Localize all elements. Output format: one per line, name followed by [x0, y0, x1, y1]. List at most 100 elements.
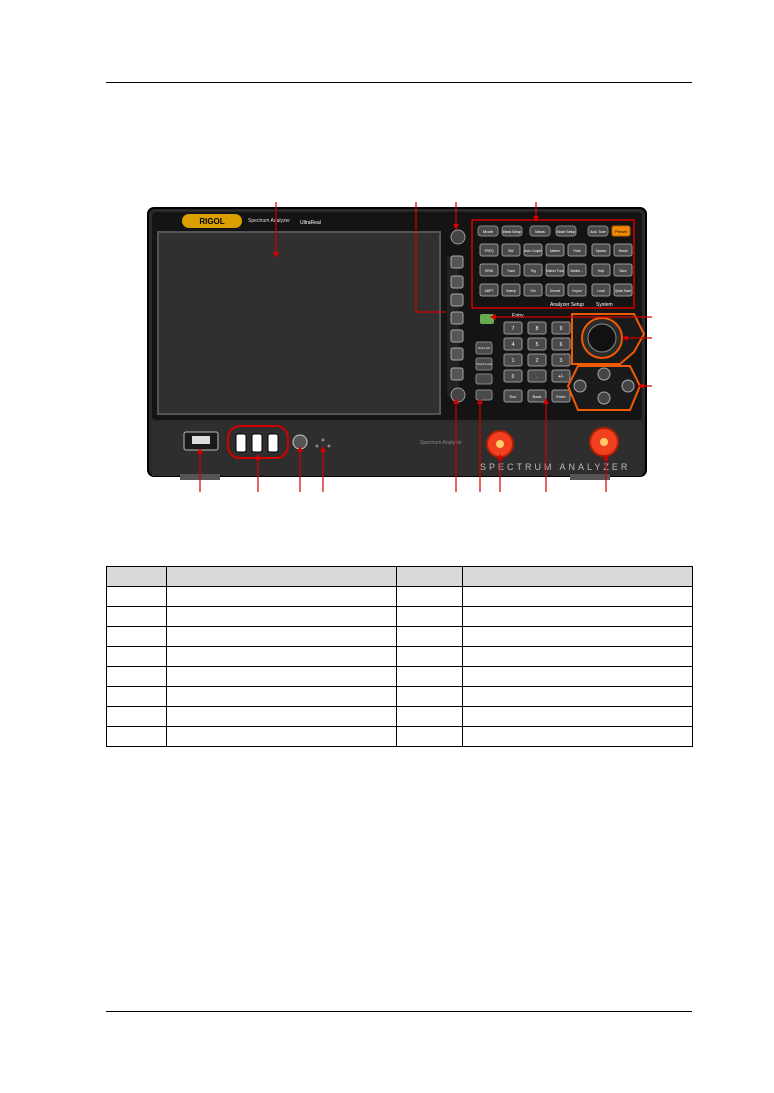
function-key[interactable]	[545, 243, 565, 257]
function-key-label: System	[596, 249, 607, 253]
function-key[interactable]	[567, 243, 587, 257]
keypad-bottom-key[interactable]	[527, 389, 547, 403]
function-key-label: Trig	[530, 269, 536, 273]
table-row	[106, 646, 693, 667]
function-key-label: Det	[531, 289, 536, 293]
function-key[interactable]	[613, 263, 633, 277]
function-key-label: Recall	[619, 249, 628, 253]
menu-key[interactable]	[475, 389, 493, 401]
meas-key[interactable]	[529, 225, 551, 237]
function-key[interactable]	[591, 283, 611, 297]
function-key[interactable]	[591, 243, 611, 257]
knob-center	[587, 323, 617, 353]
auto-tune-key[interactable]	[587, 225, 609, 237]
table-header-row	[106, 566, 693, 587]
gen-output-port-center	[496, 440, 504, 448]
table-cell	[396, 686, 463, 707]
meas-setup-key[interactable]	[501, 225, 523, 237]
function-key[interactable]	[523, 263, 543, 277]
keypad-key[interactable]	[503, 353, 523, 367]
mode-setup-key-label: Mode Setup	[557, 230, 576, 234]
sub-link-label: Sub Link	[478, 346, 490, 350]
table-cell	[106, 666, 167, 687]
mode-setup-key[interactable]	[555, 225, 577, 237]
keypad-key-label: 3	[560, 358, 563, 364]
softkey-4[interactable]	[450, 311, 464, 325]
function-key[interactable]	[613, 283, 633, 297]
table-cell	[462, 706, 693, 727]
function-key[interactable]	[501, 283, 521, 297]
usb-port-1[interactable]	[235, 433, 247, 453]
entry-label: Entry	[512, 313, 524, 319]
brand-badge	[182, 214, 242, 228]
arrow-down-key[interactable]	[597, 391, 611, 405]
function-key-label: Save	[619, 269, 626, 273]
function-key[interactable]	[545, 263, 565, 277]
keypad-bottom-key[interactable]	[551, 389, 571, 403]
function-key[interactable]	[523, 283, 543, 297]
table-cell	[106, 646, 167, 667]
function-key[interactable]	[545, 283, 565, 297]
table-cell	[166, 606, 397, 627]
menu-up-button[interactable]	[450, 229, 466, 245]
keypad-key-label: 2	[536, 358, 539, 364]
meas-key-label: Meas	[535, 229, 545, 234]
softkey-3[interactable]	[450, 293, 464, 307]
softkey-1[interactable]	[450, 255, 464, 269]
keypad-key[interactable]	[527, 353, 547, 367]
keypad-key-label: 6	[560, 342, 563, 348]
keypad-key[interactable]	[551, 337, 571, 351]
keypad-key[interactable]	[503, 369, 523, 383]
keypad-key[interactable]	[551, 353, 571, 367]
function-key[interactable]	[591, 263, 611, 277]
softkey-2[interactable]	[450, 275, 464, 289]
keypad-bottom-key[interactable]	[503, 389, 523, 403]
function-key[interactable]	[567, 263, 587, 277]
function-key[interactable]	[523, 243, 543, 257]
softkey-7[interactable]	[450, 367, 464, 381]
table-cell	[166, 686, 397, 707]
keypad-key[interactable]	[551, 369, 571, 383]
keypad-key[interactable]	[527, 337, 547, 351]
function-key-label: Local	[597, 289, 605, 293]
keypad-key[interactable]	[503, 337, 523, 351]
keypad-key[interactable]	[551, 321, 571, 335]
arrow-right-key[interactable]	[621, 379, 635, 393]
function-key[interactable]	[479, 263, 499, 277]
keypad-key-label: 1	[512, 358, 515, 364]
print-key[interactable]	[475, 373, 493, 385]
table-cell	[396, 626, 463, 647]
keypad-key[interactable]	[527, 321, 547, 335]
touch-lock-key[interactable]	[475, 357, 493, 371]
menu-down-button[interactable]	[450, 387, 466, 403]
table-row	[106, 586, 693, 607]
function-key[interactable]	[501, 243, 521, 257]
power-icon	[192, 436, 210, 444]
keypad-key[interactable]	[503, 321, 523, 335]
usb-port-2[interactable]	[251, 433, 263, 453]
mode-key[interactable]	[477, 225, 499, 237]
callout-lines	[199, 202, 652, 492]
function-key[interactable]	[613, 243, 633, 257]
arrow-left-key[interactable]	[573, 379, 587, 393]
preset-key[interactable]	[611, 225, 631, 237]
top-key-row: Mode Meas Setup Meas Mode Setup Auto Tun…	[477, 225, 631, 237]
table-row	[106, 626, 693, 647]
function-key-label: Quick Save	[615, 289, 632, 293]
mode-key-label: Mode	[483, 229, 494, 234]
function-key[interactable]	[501, 263, 521, 277]
sub-link-key[interactable]	[475, 341, 493, 355]
table-cell	[166, 586, 397, 607]
table-cell	[106, 706, 167, 727]
function-key[interactable]	[479, 243, 499, 257]
footer-rule	[106, 1011, 692, 1012]
softkey-6[interactable]	[450, 347, 464, 361]
function-key[interactable]	[567, 283, 587, 297]
table-cell	[462, 646, 693, 667]
softkey-5[interactable]	[450, 329, 464, 343]
arrow-up-key[interactable]	[597, 367, 611, 381]
keypad-key[interactable]	[527, 369, 547, 383]
usb-port-3[interactable]	[267, 433, 279, 453]
function-key[interactable]	[479, 283, 499, 297]
